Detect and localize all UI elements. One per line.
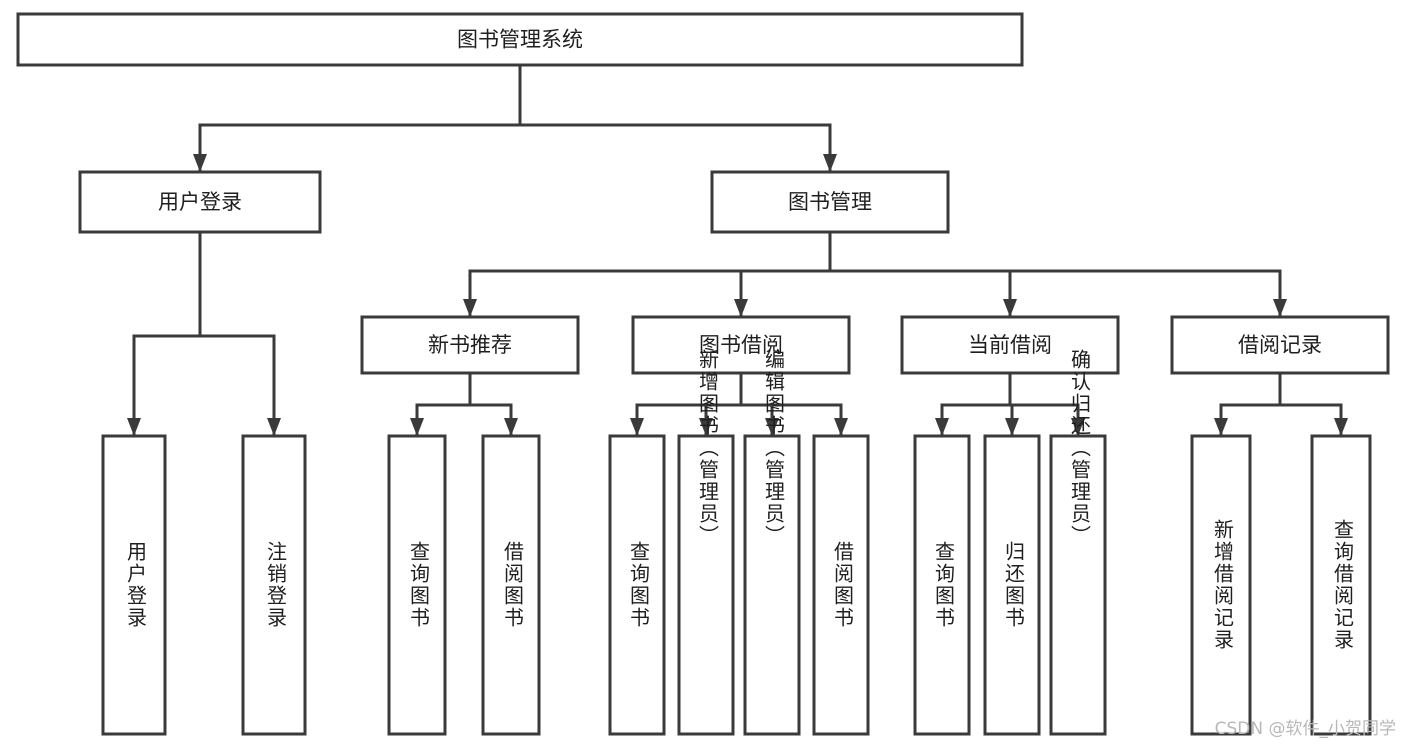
node-l2_2[interactable]: 当前借阅: [900, 315, 1120, 375]
arrow-head-leaf_9: [1005, 418, 1019, 436]
node-leaf_9[interactable]: 归还图书: [983, 434, 1041, 736]
node-l2_3[interactable]: 借阅记录: [1170, 315, 1390, 375]
node-leaf_6[interactable]: 编辑图书（管理员）: [743, 349, 801, 736]
node-label-leaf_6: 编辑图书（管理员）: [762, 349, 786, 547]
node-leaf_0[interactable]: 用户登录: [101, 434, 167, 736]
node-label-leaf_0: 用户登录: [124, 541, 148, 629]
arrow-head-leaf_10: [1071, 418, 1085, 436]
node-leaf_5[interactable]: 新增图书（管理员）: [677, 349, 735, 736]
node-leaf_12[interactable]: 查询借阅记录: [1310, 434, 1372, 736]
node-label-leaf_1: 注销登录: [264, 541, 288, 629]
node-label-l2_2: 当前借阅: [968, 333, 1052, 357]
node-label-l2_3: 借阅记录: [1238, 333, 1322, 357]
node-box-leaf_8[interactable]: [913, 434, 971, 736]
node-box-leaf_4[interactable]: [608, 434, 666, 736]
arrow-head-l1_0: [193, 154, 207, 172]
node-label-leaf_2: 查询图书: [407, 541, 431, 629]
node-label-leaf_8: 查询图书: [932, 541, 956, 629]
arrow-head-leaf_4: [630, 418, 644, 436]
connector-layer: [127, 63, 1348, 437]
node-l2_1[interactable]: 图书借阅: [631, 315, 851, 375]
node-box-leaf_5[interactable]: [677, 434, 735, 736]
node-leaf_3[interactable]: 借阅图书: [481, 434, 541, 736]
node-box-leaf_7[interactable]: [812, 434, 870, 736]
node-box-l1_0[interactable]: [78, 170, 322, 234]
node-box-l2_1[interactable]: [631, 315, 851, 375]
arrow-head-leaf_6: [765, 418, 779, 436]
node-box-leaf_10[interactable]: [1049, 434, 1107, 736]
node-layer: 图书管理系统用户登录图书管理新书推荐图书借阅当前借阅借阅记录用户登录注销登录查询…: [16, 12, 1390, 736]
node-leaf_8[interactable]: 查询图书: [913, 434, 971, 736]
node-box-l2_2[interactable]: [900, 315, 1120, 375]
node-label-l2_0: 新书推荐: [428, 333, 512, 357]
node-label-leaf_12: 查询借阅记录: [1331, 519, 1355, 651]
node-leaf_2[interactable]: 查询图书: [387, 434, 447, 736]
arrow-head-leaf_5: [699, 418, 713, 436]
node-box-leaf_0[interactable]: [101, 434, 167, 736]
node-label-l1_1: 图书管理: [788, 190, 872, 214]
node-box-leaf_6[interactable]: [743, 434, 801, 736]
arrow-head-l2_2: [1003, 299, 1017, 317]
node-box-l2_0[interactable]: [360, 315, 580, 375]
node-l2_0[interactable]: 新书推荐: [360, 315, 580, 375]
node-label-leaf_7: 借阅图书: [831, 541, 855, 629]
node-leaf_11[interactable]: 新增借阅记录: [1190, 434, 1252, 736]
arrow-head-leaf_12: [1334, 418, 1348, 436]
node-label-l1_0: 用户登录: [158, 190, 242, 214]
arrow-head-leaf_3: [504, 418, 518, 436]
node-l1_1[interactable]: 图书管理: [710, 170, 950, 234]
arrow-head-leaf_7: [834, 418, 848, 436]
node-leaf_4[interactable]: 查询图书: [608, 434, 666, 736]
arrow-head-leaf_1: [267, 418, 281, 436]
node-box-leaf_2[interactable]: [387, 434, 447, 736]
arrow-head-leaf_8: [935, 418, 949, 436]
arrow-head-l2_3: [1273, 299, 1287, 317]
node-l1_0[interactable]: 用户登录: [78, 170, 322, 234]
node-label-leaf_3: 借阅图书: [501, 541, 525, 629]
arrow-head-l2_0: [463, 299, 477, 317]
arrow-head-leaf_11: [1214, 418, 1228, 436]
node-label-leaf_11: 新增借阅记录: [1211, 519, 1235, 651]
node-box-leaf_1[interactable]: [241, 434, 307, 736]
arrow-head-leaf_0: [127, 418, 141, 436]
node-box-l2_3[interactable]: [1170, 315, 1390, 375]
node-box-leaf_11[interactable]: [1190, 434, 1252, 736]
arrow-head-l2_1: [734, 299, 748, 317]
node-box-leaf_3[interactable]: [481, 434, 541, 736]
node-leaf_1[interactable]: 注销登录: [241, 434, 307, 736]
node-label-leaf_4: 查询图书: [627, 541, 651, 629]
node-box-leaf_9[interactable]: [983, 434, 1041, 736]
node-leaf_7[interactable]: 借阅图书: [812, 434, 870, 736]
node-box-leaf_12[interactable]: [1310, 434, 1372, 736]
node-box-root[interactable]: [16, 12, 1024, 67]
node-label-l2_1: 图书借阅: [699, 333, 783, 357]
node-label-leaf_10: 确认归还（管理员）: [1068, 349, 1092, 547]
arrow-head-leaf_2: [410, 418, 424, 436]
node-label-root: 图书管理系统: [457, 28, 583, 52]
arrow-head-l1_1: [823, 154, 837, 172]
csdn-watermark: CSDN @软件_小贺同学: [1215, 719, 1396, 739]
node-root[interactable]: 图书管理系统: [16, 12, 1024, 67]
node-leaf_10[interactable]: 确认归还（管理员）: [1049, 349, 1107, 736]
node-box-l1_1[interactable]: [710, 170, 950, 234]
node-label-leaf_5: 新增图书（管理员）: [696, 349, 720, 547]
node-label-leaf_9: 归还图书: [1002, 541, 1026, 629]
